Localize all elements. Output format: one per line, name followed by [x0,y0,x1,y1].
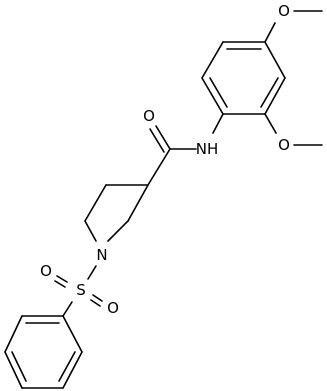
bond [62,315,83,353]
atom-label-n-piperidine: N [96,246,107,264]
atom-label-o-sulfonyl-right: O [107,299,119,317]
bond [201,77,224,115]
bonds [4,10,323,389]
bond [147,148,171,186]
bond [4,351,23,389]
bond [201,41,224,79]
bond [90,299,101,307]
atom-label-o-methoxy-side: O [278,136,290,154]
bond-double-inner [58,351,76,382]
bond [127,184,149,222]
bond [155,125,171,150]
bond [264,41,286,79]
bond [264,77,286,115]
bond-double-inner [260,77,279,108]
bond [4,315,23,353]
bond [56,275,68,283]
bond-double-inner [149,128,165,153]
bond [84,220,97,242]
bond [62,301,73,317]
bond [107,220,129,242]
bond [62,351,83,389]
bond-double-inner [209,77,228,108]
atom-label-o-carbonyl: O [143,107,155,125]
bond [264,113,277,134]
bond-double-inner [11,351,27,382]
atom-label-nh-amide: NH [196,140,219,158]
bond [212,113,224,134]
bond [54,280,66,288]
atom-labels: O O NH O N S O O [40,2,290,317]
bond [264,22,276,43]
bond [92,294,103,302]
bond [84,184,107,222]
atom-label-s-sulfonyl: S [76,281,86,299]
atom-label-o-methoxy-top: O [278,2,290,20]
atom-label-o-sulfonyl-left: O [40,262,52,280]
bond [87,265,97,280]
